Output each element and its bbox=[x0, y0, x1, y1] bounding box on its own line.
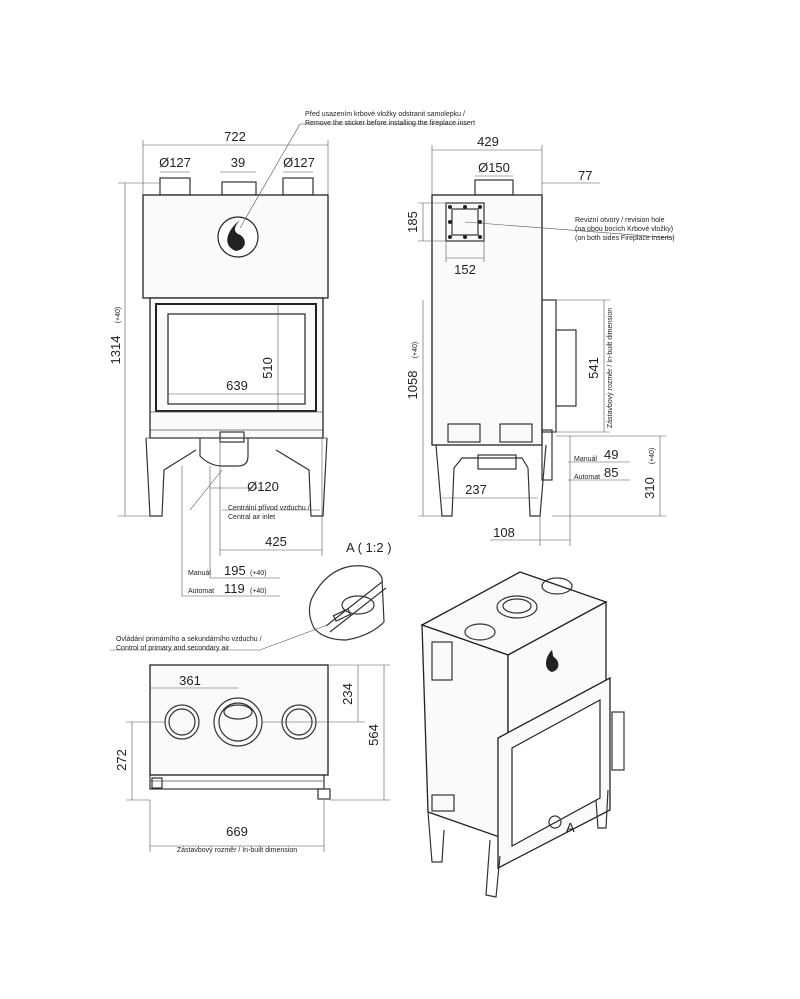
front-glass-width-dim: 639 bbox=[226, 378, 248, 393]
svg-text:(+40): (+40) bbox=[250, 588, 267, 595]
svg-text:Manuál: Manuál bbox=[188, 570, 211, 577]
top-depth-total-dim: 564 bbox=[366, 724, 381, 746]
svg-text:Central air inlet: Central air inlet bbox=[228, 514, 275, 521]
side-foot-dim: 108 bbox=[493, 525, 515, 540]
side-auto-dim: 85 bbox=[604, 465, 618, 480]
side-floor-height-dim: 310 bbox=[642, 477, 657, 499]
isometric-view: A bbox=[420, 571, 625, 898]
svg-text:(+40): (+40) bbox=[250, 570, 267, 577]
front-auto-dim: 119 bbox=[224, 581, 245, 596]
front-view: 722 Ø127 39 Ø127 1314 (+40) 510 639 Ø120… bbox=[108, 111, 475, 597]
detail-a: A ( 1:2 ) Ovládání primárního a sekundár… bbox=[110, 540, 392, 652]
top-width-dim: 669 bbox=[226, 824, 248, 839]
revision-hole-width-dim: 152 bbox=[454, 262, 476, 277]
side-door-height-dim: 541 bbox=[586, 357, 601, 379]
side-manual-dim: 49 bbox=[604, 447, 618, 462]
front-collar-left-dim: Ø127 bbox=[159, 155, 191, 170]
front-inlet-offset-dim: 425 bbox=[265, 534, 287, 549]
front-spacing-dim: 39 bbox=[231, 155, 245, 170]
svg-text:(+40): (+40) bbox=[412, 342, 419, 359]
side-handle bbox=[555, 329, 577, 407]
svg-text:Manuál: Manuál bbox=[574, 456, 597, 463]
detail-label: A ( 1:2 ) bbox=[346, 540, 392, 555]
top-view: 361 234 564 272 669 Zástavbový rozměr / … bbox=[114, 664, 390, 854]
svg-text:(+40): (+40) bbox=[649, 448, 656, 465]
svg-text:Remove the sticker before inst: Remove the sticker before installing the… bbox=[305, 120, 475, 127]
front-collar-right-dim: Ø127 bbox=[283, 155, 315, 170]
iso-flame-logo-icon bbox=[546, 650, 559, 672]
side-flue-dim: Ø150 bbox=[478, 160, 510, 175]
front-glass bbox=[167, 313, 306, 405]
iso-marker-a: A bbox=[566, 820, 575, 835]
iso-glass bbox=[511, 698, 601, 848]
svg-text:Zástavbový rozměr / In-built d: Zástavbový rozměr / In-built dimension bbox=[607, 308, 614, 428]
side-body bbox=[431, 194, 543, 446]
front-collar-right bbox=[282, 177, 314, 196]
top-body bbox=[149, 664, 329, 776]
front-height-dim: 1314 bbox=[108, 336, 123, 365]
front-glass-height-dim: 510 bbox=[260, 357, 275, 379]
side-height-dim: 1058 bbox=[405, 371, 420, 400]
side-offset-dim: 77 bbox=[578, 168, 592, 183]
top-distance-dim: 361 bbox=[179, 673, 201, 688]
svg-text:Automat: Automat bbox=[574, 474, 600, 481]
svg-text:Centrální přívod vzduchu /: Centrální přívod vzduchu / bbox=[228, 505, 310, 512]
side-flue-collar bbox=[474, 179, 514, 196]
side-legs bbox=[435, 444, 547, 517]
iso-left-face bbox=[421, 624, 509, 841]
revision-hole-height-dim: 185 bbox=[405, 211, 420, 233]
front-manual-dim: 195 bbox=[224, 563, 246, 578]
control-note: Ovládání primárního a sekundárního vzduc… bbox=[116, 636, 262, 643]
front-inlet-dim: Ø120 bbox=[247, 479, 279, 494]
svg-text:(+40): (+40) bbox=[115, 307, 122, 324]
sticker-note: Před usazením krbové vložky odstranit sa… bbox=[305, 111, 465, 118]
revision-hole bbox=[445, 202, 485, 242]
revision-note: Revizní otvory / revision hole bbox=[575, 217, 665, 224]
front-width-dim: 722 bbox=[224, 129, 246, 144]
svg-text:Zástavbový rozměr / In-built d: Zástavbový rozměr / In-built dimension bbox=[177, 847, 297, 854]
iso-handle bbox=[611, 711, 625, 771]
side-base-dim: 237 bbox=[465, 482, 487, 497]
front-leg-left bbox=[145, 437, 197, 517]
svg-text:Control of primary and seconda: Control of primary and secondary air bbox=[116, 645, 230, 652]
svg-text:(na obou bocích Krbové vložky): (na obou bocích Krbové vložky) bbox=[575, 226, 673, 233]
front-collar-center bbox=[221, 181, 257, 196]
svg-text:(on both sides Fireplace inser: (on both sides Fireplace inserts) bbox=[575, 235, 675, 242]
top-depth-back-dim: 234 bbox=[340, 683, 355, 705]
top-left-offset-dim: 272 bbox=[114, 749, 129, 771]
front-door-frame bbox=[155, 303, 317, 412]
side-depth-dim: 429 bbox=[477, 134, 499, 149]
side-view: 429 Ø150 77 185 152 1058 (+40) 541 Zásta… bbox=[405, 134, 675, 546]
front-leg-right bbox=[275, 437, 328, 517]
front-collar-left bbox=[159, 177, 191, 196]
svg-text:Automat: Automat bbox=[188, 588, 214, 595]
